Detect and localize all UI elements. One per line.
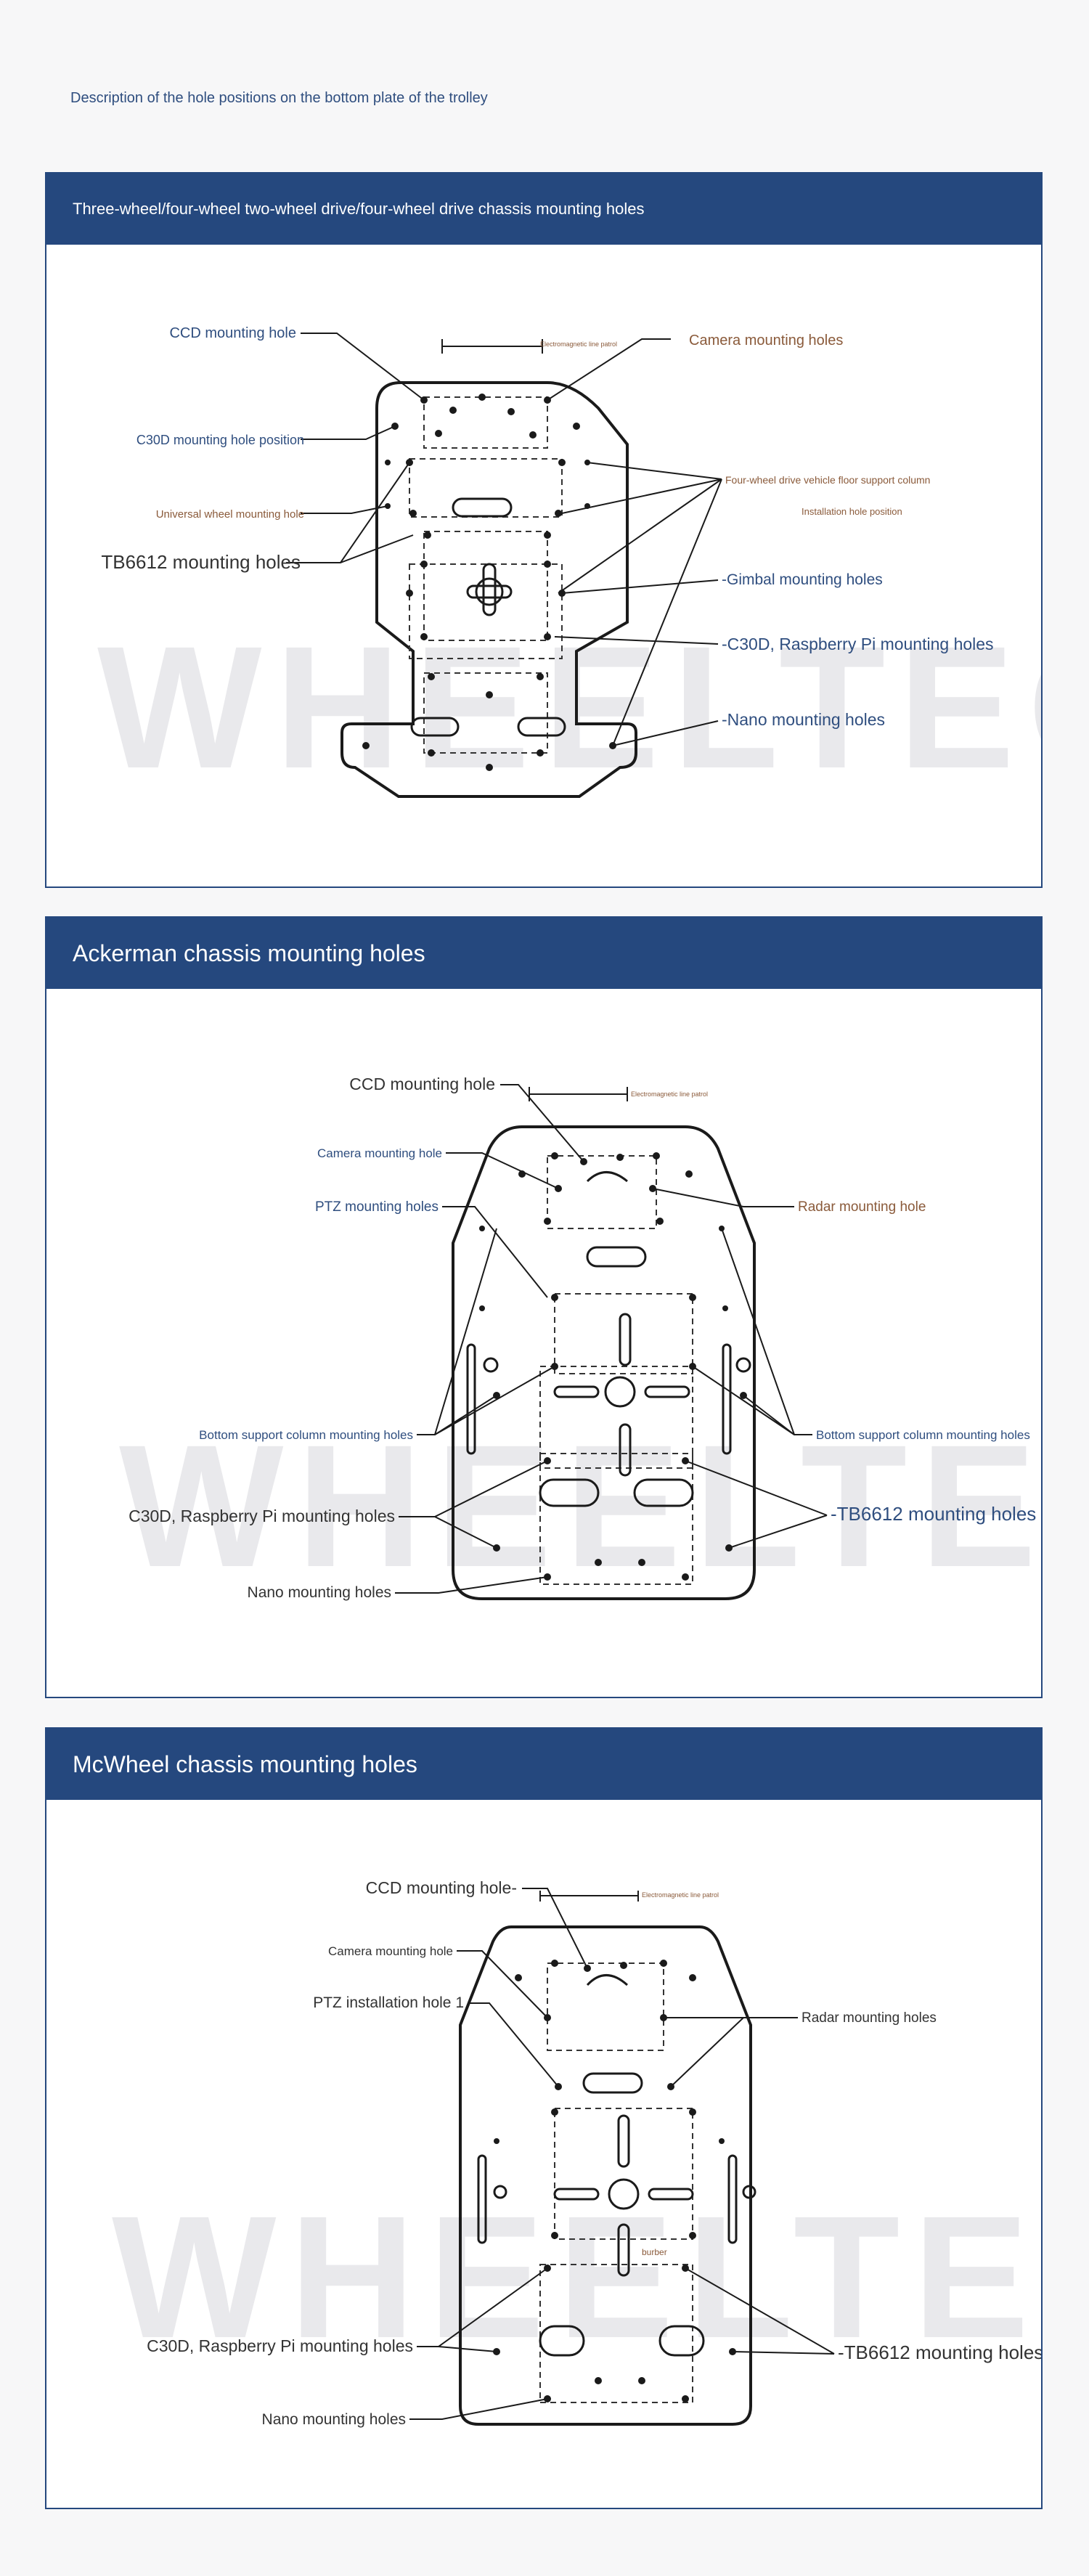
leader-lines — [409, 1888, 835, 2420]
label-ccd: CCD mounting hole- — [366, 1878, 517, 1897]
label-buzzer: burber — [642, 2247, 667, 2257]
dashed-frames — [539, 1155, 693, 1585]
chassis-outline — [340, 381, 637, 798]
leader-lines — [286, 333, 722, 746]
page-title: Description of the hole positions on the… — [70, 90, 488, 106]
label-camera: Camera mounting hole — [328, 1944, 453, 1958]
label-tb6612: -TB6612 mounting holes — [831, 1503, 1036, 1525]
mounting-holes — [479, 1152, 747, 1581]
label-c30d-pi: C30D, Raspberry Pi mounting holes — [147, 2336, 413, 2355]
leader-lines — [395, 1084, 828, 1594]
label-camera: Camera mounting hole — [317, 1146, 442, 1160]
label-radar: Radar mounting hole — [798, 1199, 926, 1215]
section-header: Ackerman chassis mounting holes — [46, 918, 1041, 989]
label-ccd: CCD mounting hole — [169, 325, 296, 341]
section-title: McWheel chassis mounting holes — [73, 1750, 417, 1777]
label-ptz: PTZ mounting holes — [315, 1199, 439, 1215]
chassis-outline — [452, 1125, 756, 1600]
label-radar: Radar mounting holes — [802, 2010, 937, 2026]
slots — [477, 1974, 756, 2357]
label-ptz: PTZ installation hole 1 — [313, 1994, 464, 2011]
label-electromagnetic: Electromagnetic line patrol — [631, 1091, 708, 1098]
label-installation: Installation hole position — [802, 506, 902, 517]
label-electromagnetic: Electromagnetic line patrol — [540, 341, 617, 348]
label-tb6612: TB6612 mounting holes — [101, 551, 301, 573]
section-three-four-wheel: Three-wheel/four-wheel two-wheel drive/f… — [45, 172, 1043, 888]
label-nano: -Nano mounting holes — [722, 710, 885, 729]
label-c30d-pi: -C30D, Raspberry Pi mounting holes — [722, 635, 994, 653]
label-c30d-position: C30D mounting hole position — [136, 433, 304, 447]
label-support-column: Four-wheel drive vehicle floor support c… — [725, 474, 930, 486]
label-support-left: Bottom support column mounting holes — [199, 1428, 413, 1442]
section-title: Three-wheel/four-wheel two-wheel drive/f… — [73, 200, 645, 218]
label-electromagnetic: Electromagnetic line patrol — [642, 1891, 719, 1899]
label-ccd: CCD mounting hole — [349, 1075, 495, 1093]
dashed-frames — [539, 1962, 693, 2403]
label-universal: Universal wheel mounting hole — [156, 508, 304, 521]
label-gimbal: -Gimbal mounting holes — [722, 571, 883, 588]
section-header: McWheel chassis mounting holes — [46, 1729, 1041, 1800]
label-tb6612: -TB6612 mounting holes — [838, 2341, 1041, 2363]
chassis-outline — [459, 1925, 752, 2426]
slots — [466, 1171, 751, 1507]
label-camera: Camera mounting holes — [689, 333, 843, 349]
slots — [410, 497, 566, 737]
label-c30d-pi: C30D, Raspberry Pi mounting holes — [129, 1507, 395, 1525]
section-title: Ackerman chassis mounting holes — [73, 939, 425, 966]
label-support-right: Bottom support column mounting holes — [816, 1428, 1030, 1442]
label-nano: Nano mounting holes — [262, 2411, 406, 2428]
label-nano: Nano mounting holes — [248, 1584, 391, 1601]
section-header: Three-wheel/four-wheel two-wheel drive/f… — [46, 174, 1041, 245]
